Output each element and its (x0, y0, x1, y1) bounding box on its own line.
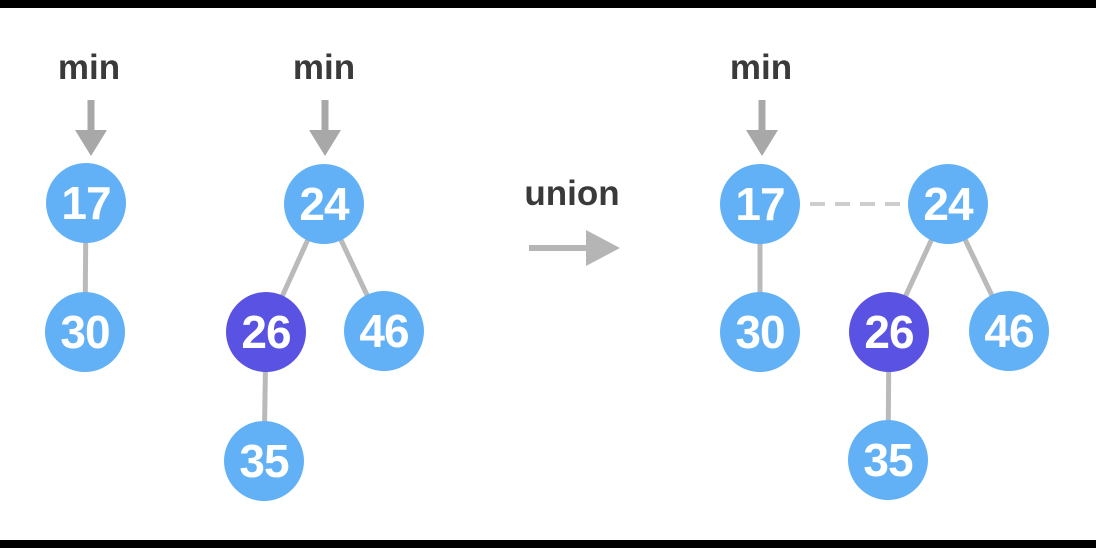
node-heap2-35: 35 (224, 421, 304, 501)
node-heap2-26: 26 (226, 292, 306, 372)
min-arrow-icon-merged-17 (746, 100, 778, 156)
min-label-merged-17: min (729, 48, 793, 87)
node-merged-46: 46 (969, 291, 1049, 371)
min-label-heap1-17: min (57, 48, 121, 87)
min-arrow-icon-heap1-17 (75, 100, 107, 156)
node-merged-30: 30 (720, 292, 800, 372)
union-label: union (524, 174, 620, 213)
bottom-black-bar (0, 540, 1096, 548)
arrows-group (75, 100, 778, 266)
node-merged-17: 17 (720, 164, 800, 244)
min-arrow-icon-heap2-24 (309, 100, 341, 156)
node-merged-35: 35 (848, 420, 928, 500)
node-heap2-46: 46 (344, 291, 424, 371)
node-heap1-17: 17 (46, 163, 126, 243)
node-merged-26: 26 (849, 292, 929, 372)
union-arrow-icon (529, 230, 620, 266)
top-black-bar (0, 0, 1096, 8)
node-merged-24: 24 (908, 164, 988, 244)
node-heap2-24: 24 (284, 164, 364, 244)
min-label-heap2-24: min (292, 48, 356, 87)
node-heap1-30: 30 (45, 292, 125, 372)
